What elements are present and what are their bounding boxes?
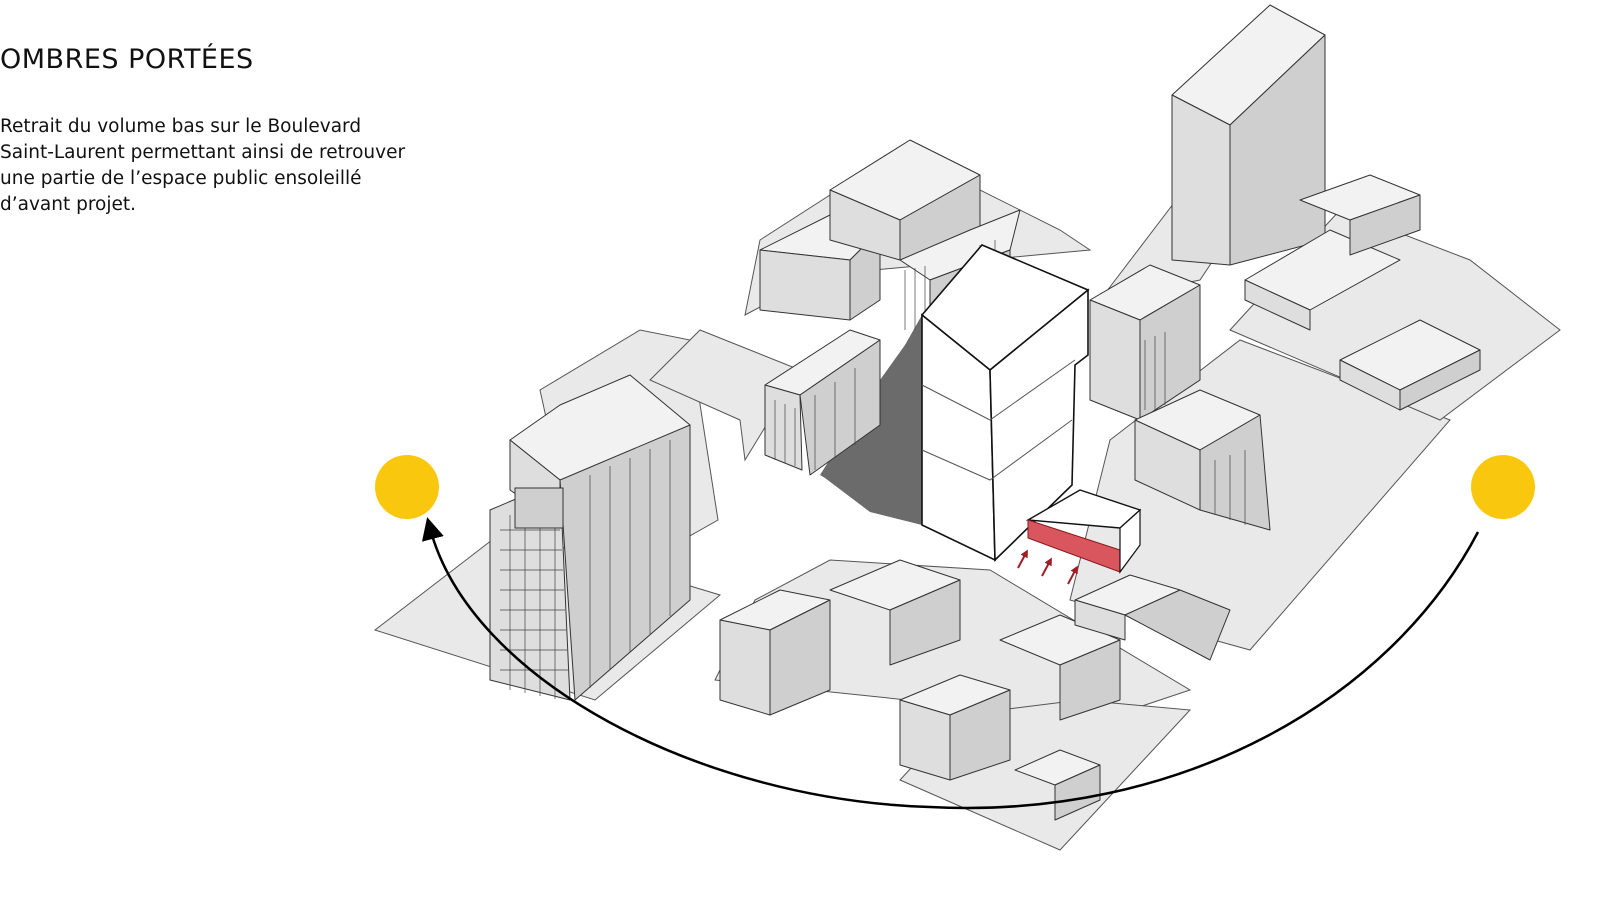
tower-east bbox=[1171, 4, 1326, 266]
street-boulevard bbox=[600, 610, 740, 740]
streets bbox=[600, 195, 1180, 740]
diagram-title: OMBRES PORTÉES bbox=[0, 44, 254, 75]
setback-arrow-1 bbox=[1017, 549, 1028, 569]
buildings-east bbox=[1089, 174, 1481, 531]
setback-arrow-2 bbox=[1041, 557, 1052, 577]
diagram-description: Retrait du volume bas sur le Boulevard S… bbox=[0, 114, 460, 218]
setback-arrow-3 bbox=[1067, 565, 1078, 585]
project-tower-face-right bbox=[989, 288, 1089, 562]
tower-west bbox=[489, 374, 691, 701]
description-line-1: Retrait du volume bas sur le Boulevard bbox=[0, 116, 362, 137]
sun-path-arrow bbox=[422, 517, 1480, 810]
tower-west-face-right bbox=[559, 424, 691, 701]
description-line-4: d’avant projet. bbox=[0, 194, 137, 215]
project-tower-floor-lines bbox=[921, 359, 1076, 481]
street-east bbox=[1090, 195, 1180, 290]
building-west-midrise bbox=[764, 329, 881, 476]
sun-icon bbox=[1471, 455, 1535, 519]
setback-arrows bbox=[1017, 549, 1078, 585]
description-line-2: Saint-Laurent permettant ainsi de retrou… bbox=[0, 142, 406, 163]
tower-west-roof-box bbox=[514, 487, 564, 529]
project-tower bbox=[920, 244, 1142, 574]
sun-icon bbox=[375, 455, 439, 519]
buildings-south bbox=[719, 559, 1231, 821]
tower-west-windows bbox=[500, 440, 671, 699]
description-line-3: une partie de l’espace public ensoleillé bbox=[0, 168, 362, 189]
